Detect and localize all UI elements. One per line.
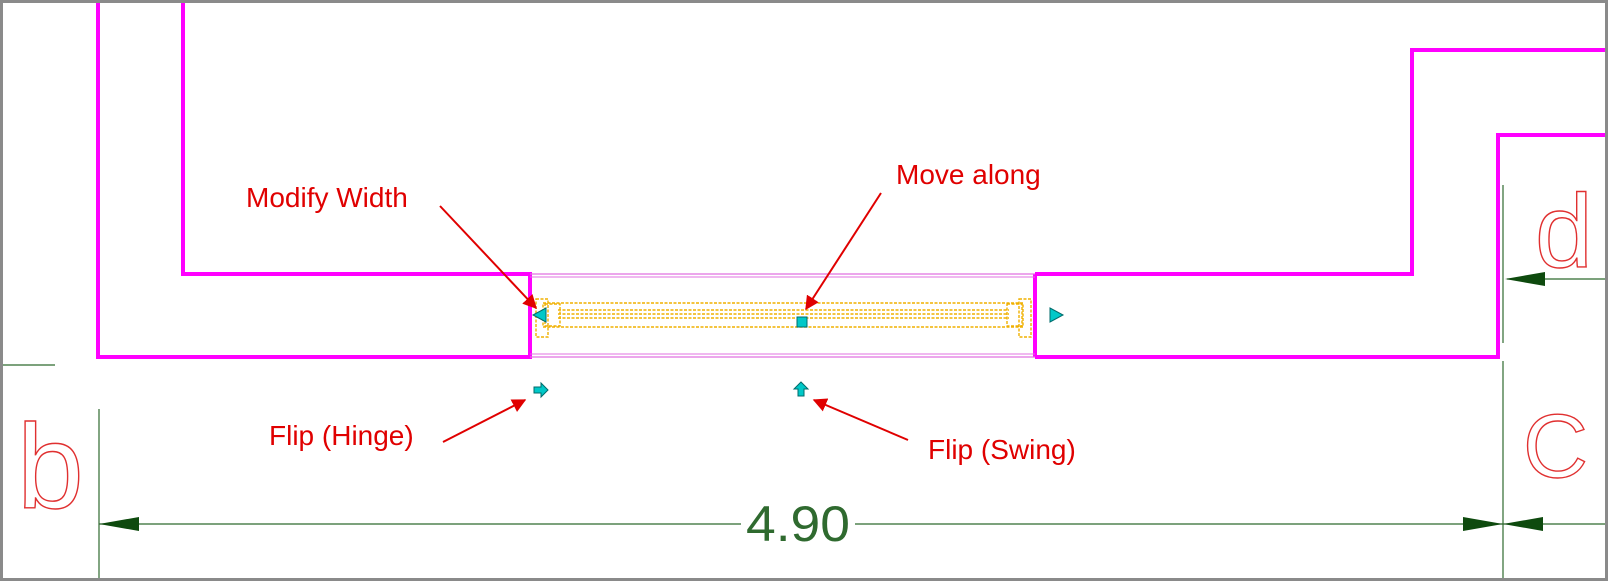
move-along-label: Move along (896, 159, 1041, 190)
floor-plan-drawing[interactable]: Modify Width Move along Flip (Hinge) Fli… (3, 3, 1605, 578)
flip-swing-label: Flip (Swing) (928, 434, 1076, 465)
grips (531, 307, 1065, 399)
walls (96, 3, 1605, 359)
wall-right-inner[interactable] (1035, 48, 1605, 276)
triangle-grip-icon[interactable] (531, 307, 547, 323)
grid-label-c: C (1523, 397, 1588, 497)
triangle-grip-icon[interactable] (1049, 307, 1065, 323)
grid-label-b: b (17, 400, 84, 534)
dimension-value: 4.90 (746, 496, 850, 552)
grid-label-d: d (1535, 174, 1593, 290)
arrowhead-left (99, 517, 139, 531)
arrowhead-d (1505, 272, 1545, 286)
up-arrow-grip-icon[interactable] (792, 381, 810, 397)
flip-hinge-label: Flip (Hinge) (269, 420, 414, 451)
callout-arrows (439, 192, 909, 443)
window-opening (530, 273, 1035, 358)
wall-left-outline[interactable] (96, 3, 532, 359)
square-grip-icon[interactable] (796, 316, 808, 328)
modify-width-label: Modify Width (246, 182, 408, 213)
dimension-line[interactable] (3, 185, 1605, 578)
arrowhead-c (1503, 517, 1543, 531)
window-object[interactable] (535, 298, 1032, 338)
right-arrow-grip-icon[interactable] (533, 381, 549, 399)
arrowhead-right (1463, 517, 1503, 531)
wall-right-outline[interactable] (1035, 133, 1605, 359)
